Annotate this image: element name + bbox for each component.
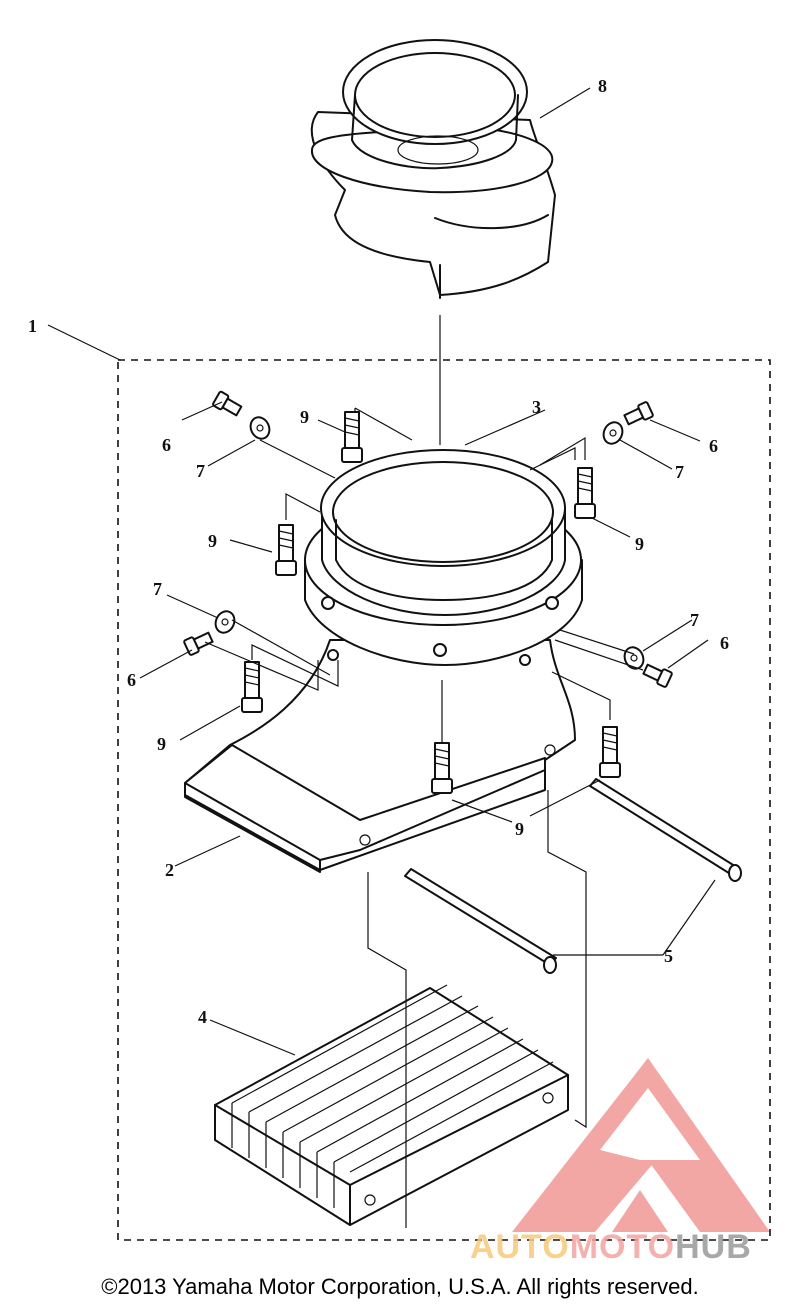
leader-lines [47,87,716,1228]
callout-labels: 1 2 3 4 5 6 6 6 6 7 7 7 7 8 9 9 9 9 9 [28,76,729,1027]
callout-6-mid-left: 6 [127,670,136,690]
callout-7-mid-right: 7 [690,610,699,630]
callout-7-mid-left: 7 [153,579,162,599]
callout-1: 1 [28,316,37,336]
watermark-hub: HUB [675,1228,752,1266]
callout-6-top-right: 6 [709,436,718,456]
assembly-boundary [117,359,771,1241]
callout-7-top-left: 7 [196,461,205,481]
callout-8: 8 [598,76,607,96]
callout-9-bottom: 9 [515,819,524,839]
part-8-intake-duct [310,39,556,299]
svg-text:AUTOMOTOHUB: AUTOMOTOHUB [470,1228,752,1266]
part-5-pins [404,778,742,974]
part-2-3-housing [184,449,583,873]
callout-7-top-right: 7 [675,462,684,482]
watermark-logo [512,1058,770,1232]
callout-5: 5 [664,946,673,966]
callout-4: 4 [198,1007,207,1027]
watermark-moto: MOTO [570,1228,675,1266]
callout-6-top-left: 6 [162,435,171,455]
part-9-bolts [241,411,621,794]
watermark-auto: AUTO [470,1228,570,1266]
watermark-text: AUTOMOTOHUB [470,1228,752,1266]
part-4-grate [214,984,569,1226]
callout-3: 3 [532,397,541,417]
part-6-7-screws-washers [183,390,673,688]
callout-9-top: 9 [300,407,309,427]
copyright-notice: ©2013 Yamaha Motor Corporation, U.S.A. A… [101,1274,699,1299]
callout-6-mid-right: 6 [720,633,729,653]
callout-2: 2 [165,860,174,880]
callout-9-left-upper: 9 [208,531,217,551]
callout-9-right-upper: 9 [635,534,644,554]
callout-9-left-lower: 9 [157,734,166,754]
